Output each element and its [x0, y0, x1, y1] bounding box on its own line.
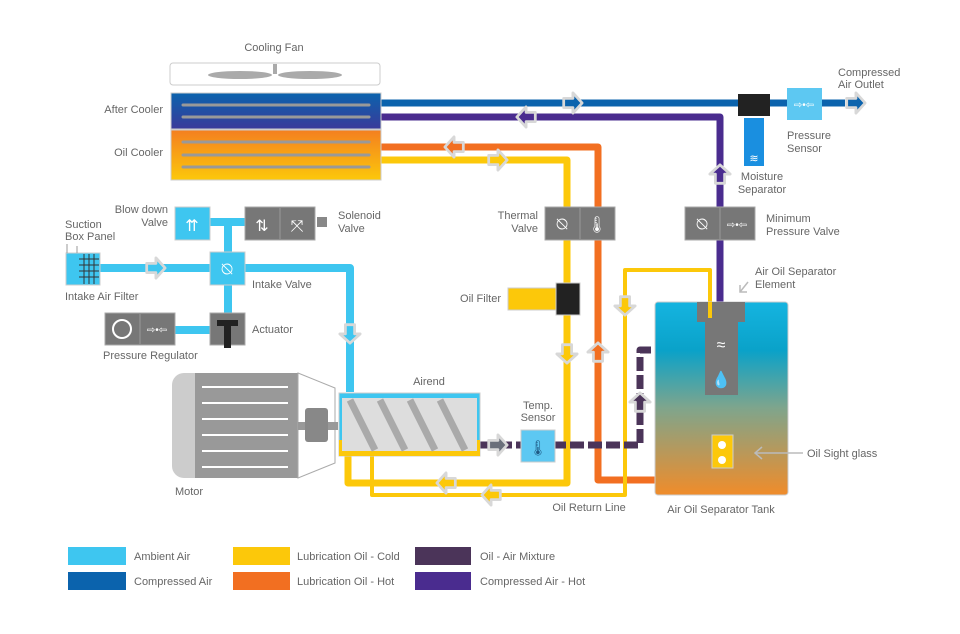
arrow-down-icon: [338, 323, 362, 345]
arrow-left-icon: [515, 105, 537, 129]
legend-swatch-oil-hot: [233, 572, 290, 590]
pressure-icon: ⇨•⇦: [794, 100, 814, 111]
arrow-up-icon: [628, 391, 652, 413]
thermometer-icon: 🌡: [528, 440, 547, 457]
legend-label: Ambient Air: [134, 551, 191, 563]
water-icon: ≋: [749, 153, 758, 165]
oil-sight-glass: [711, 434, 734, 469]
arrow-right-icon: [562, 91, 584, 115]
cooler-tubes: [181, 103, 371, 169]
up-arrows-icon: ⇈: [185, 218, 198, 235]
pressure-sensor: [787, 88, 822, 120]
pressure-icon: ⇨•⇦: [727, 220, 747, 231]
element-pointer-icon: [739, 281, 749, 293]
intake-air-filter: [65, 252, 101, 286]
after-cooler: [170, 92, 382, 130]
legend-swatch-oil-air-mixture: [415, 547, 471, 565]
up-down-arrows-icon: ⇅: [255, 218, 268, 235]
fan-blade-icon: [208, 64, 342, 79]
cooling-fan-label: Cooling Fan: [244, 42, 303, 54]
temp-sensor: [520, 429, 556, 463]
arrow-left-icon: [435, 471, 457, 495]
arrow-up-icon: [586, 341, 610, 363]
butterfly-valve-icon: ⍉: [222, 259, 233, 279]
butterfly-valve-icon: ⍉: [557, 214, 568, 234]
oil-return-line-label: Oil Return Line: [552, 502, 625, 514]
oil-cooler-label: Oil Cooler: [114, 147, 163, 159]
arrow-right-icon: [487, 148, 509, 172]
actuator-label: Actuator: [252, 324, 293, 336]
pressure-regulator-label: Pressure Regulator: [103, 350, 198, 362]
intake-valve: [209, 251, 246, 286]
cross-arrows-icon: ⤧: [291, 218, 304, 235]
arrow-right-icon: [845, 91, 867, 115]
legend-label: Lubrication Oil - Hot: [297, 576, 394, 588]
after-cooler-label: After Cooler: [104, 104, 163, 116]
arrow-down-icon: [613, 295, 637, 317]
suction-box-leader: [66, 244, 78, 253]
intake-valve-label: Intake Valve: [252, 279, 312, 291]
legend: Ambient Air Compressed Air Lubrication O…: [68, 547, 585, 590]
intake-air-filter-label: Intake Air Filter: [65, 291, 139, 303]
moisture-separator: [738, 94, 770, 116]
legend-label: Compressed Air - Hot: [480, 576, 585, 588]
pressure-icon: ⇨•⇦: [147, 325, 167, 336]
temp-sensor-label: Temp.Sensor: [521, 400, 556, 424]
arrow-down-icon: [555, 343, 579, 365]
legend-label: Lubrication Oil - Cold: [297, 551, 400, 563]
motor: [172, 372, 338, 479]
oil-sight-glass-label: Oil Sight glass: [807, 448, 878, 460]
moisture-separator-bowl: [744, 118, 764, 166]
air-oil-separator-tank-label: Air Oil Separator Tank: [667, 504, 775, 516]
oil-filter: [555, 282, 581, 316]
arrow-left-icon: [480, 483, 502, 507]
airend: [338, 392, 481, 457]
gauge-icon: [112, 319, 132, 339]
oil-filter-label: Oil Filter: [460, 293, 501, 305]
butterfly-valve-icon: ⍉: [697, 214, 708, 234]
thermometer-icon: 🌡: [587, 216, 607, 234]
solenoid-coil-icon: [317, 217, 327, 227]
wind-icon: ≈: [717, 337, 726, 354]
oil-filter-body: [507, 287, 557, 311]
airend-label: Airend: [413, 376, 445, 388]
air-oil-separator-element: [697, 302, 745, 395]
blow-down-valve: [174, 206, 211, 241]
filter-grid-icon: [79, 254, 99, 284]
arrow-up-icon: [708, 163, 732, 185]
arrow-right-icon: [487, 433, 509, 457]
legend-swatch-ambient-air: [68, 547, 126, 565]
motor-label: Motor: [175, 486, 203, 498]
oil-return-line: [370, 268, 712, 497]
legend-swatch-compressed-air: [68, 572, 126, 590]
legend-swatch-oil-cold: [233, 547, 290, 565]
legend-label: Compressed Air: [134, 576, 213, 588]
arrow-left-icon: [443, 135, 465, 159]
arrow-right-icon: [145, 256, 167, 280]
pipes: [100, 99, 845, 497]
legend-swatch-compressed-air-hot: [415, 572, 471, 590]
sight-glass-pointer-icon: [753, 446, 803, 460]
oil-drop-icon: 💧: [711, 370, 731, 389]
actuator-icon: [217, 320, 238, 348]
legend-label: Oil - Air Mixture: [480, 551, 555, 563]
ambient-air-pipe: [100, 264, 354, 392]
